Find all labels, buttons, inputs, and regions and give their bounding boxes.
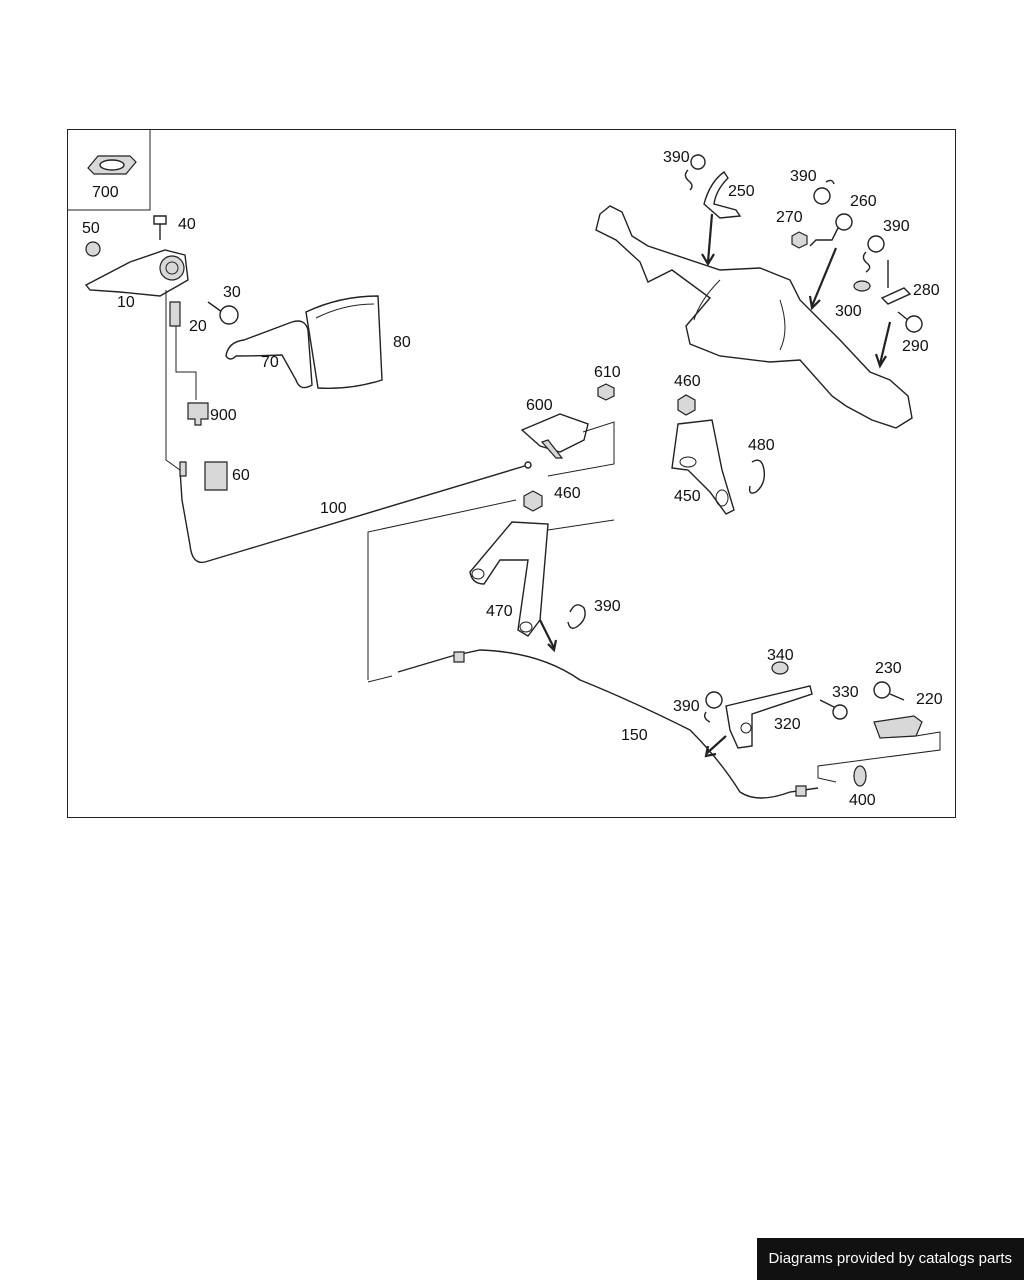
bolt-230 bbox=[873, 681, 905, 701]
callout-900: 900 bbox=[210, 407, 237, 424]
callout-340: 340 bbox=[767, 647, 794, 664]
arrow-290 bbox=[874, 321, 892, 369]
callout-390-lower: 390 bbox=[673, 698, 700, 715]
callout-260: 260 bbox=[850, 193, 877, 210]
callout-20: 20 bbox=[189, 318, 207, 335]
clip-60 bbox=[204, 461, 228, 491]
callout-100: 100 bbox=[320, 500, 347, 517]
callout-230: 230 bbox=[875, 660, 902, 677]
nut-460-upper bbox=[677, 394, 696, 416]
callout-450: 450 bbox=[674, 488, 701, 505]
callout-280: 280 bbox=[913, 282, 940, 299]
callout-30: 30 bbox=[223, 284, 241, 301]
callout-320: 320 bbox=[774, 716, 801, 733]
bracket-250 bbox=[703, 171, 742, 219]
clip-390-lower bbox=[703, 691, 723, 723]
clip-390-top bbox=[684, 154, 706, 191]
callout-300: 300 bbox=[835, 303, 862, 320]
callout-60: 60 bbox=[232, 467, 250, 484]
bolt-40 bbox=[153, 215, 167, 240]
callout-220: 220 bbox=[916, 691, 943, 708]
callout-290: 290 bbox=[902, 338, 929, 355]
clip-390-right bbox=[862, 235, 885, 273]
callout-480: 480 bbox=[748, 437, 775, 454]
callout-70: 70 bbox=[261, 354, 279, 371]
bracket-450 bbox=[671, 419, 735, 515]
callout-40: 40 bbox=[178, 216, 196, 233]
trim-cover-80 bbox=[305, 295, 383, 389]
inset-box-700 bbox=[67, 129, 151, 211]
callout-80: 80 bbox=[393, 334, 411, 351]
nut-270 bbox=[791, 231, 808, 249]
callout-150: 150 bbox=[621, 727, 648, 744]
credit-banner: Diagrams provided by catalogs parts bbox=[756, 1238, 1024, 1280]
callout-390-top: 390 bbox=[663, 149, 690, 166]
switch-20 bbox=[169, 301, 197, 400]
lever-280 bbox=[880, 260, 912, 305]
arrow-260 bbox=[808, 247, 838, 311]
callout-390-top-right: 390 bbox=[790, 168, 817, 185]
callout-700: 700 bbox=[92, 184, 119, 201]
callout-labels: 700 40 50 10 30 20 70 80 900 60 100 610 … bbox=[82, 149, 943, 809]
callout-330: 330 bbox=[832, 684, 859, 701]
bracket-260 bbox=[809, 213, 853, 247]
front-cable-100 bbox=[165, 290, 532, 564]
callout-50: 50 bbox=[82, 220, 100, 237]
washer-400 bbox=[853, 765, 867, 787]
callout-470: 470 bbox=[486, 603, 513, 620]
callout-400: 400 bbox=[849, 792, 876, 809]
callout-610: 610 bbox=[594, 364, 621, 381]
rear-cable-150 bbox=[367, 499, 819, 799]
bolt-290 bbox=[897, 311, 923, 333]
nut-50 bbox=[85, 241, 101, 257]
arrow-320 bbox=[704, 735, 727, 758]
clip-480 bbox=[748, 459, 766, 494]
callout-250: 250 bbox=[728, 183, 755, 200]
callout-460-upper: 460 bbox=[674, 373, 701, 390]
nut-610 bbox=[597, 383, 615, 401]
clip-390-top-right bbox=[813, 179, 835, 205]
bolt-330 bbox=[819, 699, 848, 720]
bolt-30 bbox=[207, 301, 239, 325]
clip-390-mid bbox=[567, 604, 586, 629]
callout-390-mid: 390 bbox=[594, 598, 621, 615]
rear-axle bbox=[595, 205, 913, 429]
nut-460-lower bbox=[523, 490, 543, 512]
callout-390-right: 390 bbox=[883, 218, 910, 235]
arrow-250 bbox=[701, 213, 715, 267]
callout-600: 600 bbox=[526, 397, 553, 414]
bracket-320 bbox=[725, 685, 813, 749]
arrow-470 bbox=[539, 619, 558, 653]
equalizer-600 bbox=[520, 413, 615, 477]
bracket-220 bbox=[817, 715, 941, 783]
trim-cover-70 bbox=[225, 320, 313, 389]
connector-900 bbox=[187, 402, 209, 426]
callout-10: 10 bbox=[117, 294, 135, 311]
callout-270: 270 bbox=[776, 209, 803, 226]
handbrake-lever-10 bbox=[84, 249, 189, 297]
washer-340 bbox=[771, 661, 789, 675]
callout-460-lower: 460 bbox=[554, 485, 581, 502]
washer-300 bbox=[853, 280, 871, 292]
